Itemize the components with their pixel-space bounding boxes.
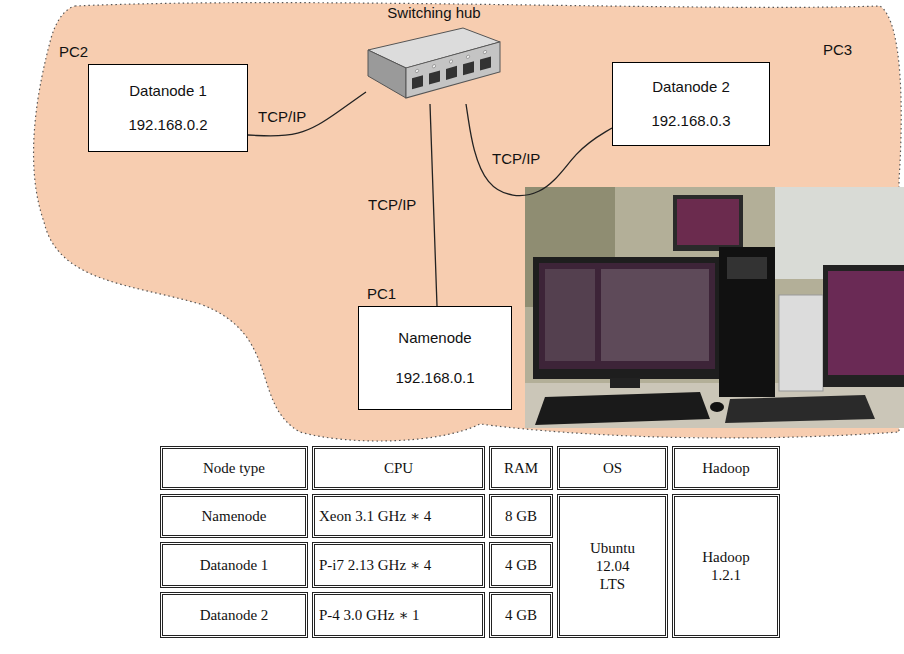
hub-port [446,66,457,80]
table-text: P-i7 2.13 GHz ∗ 4 [319,556,431,574]
table-cell: Xeon 3.1 GHz ∗ 4 [312,494,485,538]
table-cell: Hadoop [672,446,780,490]
network-cable [430,104,437,306]
table-text: Xeon 3.1 GHz ∗ 4 [319,507,431,525]
table-text: OS [603,459,622,477]
table-text: Ubuntu 12.04 LTS [585,539,641,593]
table-text: Node type [203,459,265,477]
table-text: CPU [384,459,413,477]
photo-wall [525,187,904,428]
photo-monitor [823,265,904,387]
table-text: 4 GB [505,606,537,624]
photo-screen [828,271,904,375]
table-cell: Namenode [160,494,308,538]
table-cell: OS [557,446,668,490]
photo-screen [677,199,739,245]
photo-mouse [710,402,724,412]
table-cell: 4 GB [489,542,553,588]
link-label: TCP/IP [366,196,418,214]
table-text: P-4 3.0 GHz ∗ 1 [319,606,420,624]
node-label: Datanode 2 [652,78,730,96]
link-label: TCP/IP [256,108,308,126]
hub-node: Switching hub [366,4,502,104]
table-cell: Datanode 2 [160,592,308,638]
table-text: 4 GB [505,556,537,574]
photo-keyboard [725,395,875,423]
hub-port [463,61,474,75]
photo-terminal [545,269,595,361]
hub-label: Switching hub [387,4,480,22]
hub-front-face [406,42,500,98]
hub-port [412,75,423,89]
photo-small-pc [779,295,823,391]
table-cell: P-4 3.0 GHz ∗ 1 [312,592,485,638]
node-label: 192.168.0.3 [651,112,730,130]
table-cell: 4 GB [489,592,553,638]
table-text: Hadoop [702,459,750,477]
hub-led [432,64,435,68]
pc-label: PC2 [59,43,88,60]
photo-monitor [673,195,743,251]
hub-port [480,56,491,70]
table-cell: CPU [312,446,485,490]
hub-led [415,69,418,73]
table-cell: Ubuntu 12.04 LTS [557,494,668,638]
network-cable [466,104,612,196]
link-label: TCP/IP [490,150,542,168]
photo-desk [525,383,904,428]
hub-led [483,50,486,54]
lab-photo [525,187,904,428]
node-label: Namenode [398,329,471,347]
photo-monitor [533,257,721,379]
hub-led [466,55,469,59]
photo-tower [719,247,775,397]
table-text: Hadoop 1.2.1 [696,548,756,584]
node-label: 192.168.0.2 [128,116,207,134]
photo-screen [539,263,715,369]
table-text: 8 GB [505,507,537,525]
pc-label: PC1 [367,285,396,302]
photo-tower-bay [727,257,767,279]
table-cell: RAM [489,446,553,490]
table-text: RAM [504,459,538,477]
namenode-box: PC1Namenode192.168.0.1 [358,306,512,410]
table-text: Datanode 1 [200,556,269,574]
hub-side-face [368,50,406,98]
photo-terminal [601,269,709,361]
pc-label: PC3 [823,41,852,58]
table-cell: Node type [160,446,308,490]
hub-led [449,59,452,63]
datanode-box: PC3Datanode 2192.168.0.3 [612,62,770,146]
datanode-box: PC2Datanode 1192.168.0.2 [88,64,248,152]
table-cell: P-i7 2.13 GHz ∗ 4 [312,542,485,588]
table-text: Namenode [202,507,267,525]
table-cell: Datanode 1 [160,542,308,588]
photo-keyboard [535,392,710,425]
node-label: 192.168.0.1 [395,369,474,387]
photo-monitor-stand [610,378,640,388]
switching-hub-icon [368,28,500,98]
hub-front [406,42,500,98]
node-label: Datanode 1 [129,82,207,100]
hub-port [429,71,440,85]
table-cell: Hadoop 1.2.1 [672,494,780,638]
table-text: Datanode 2 [200,606,269,624]
network-cable [248,92,366,136]
table-cell: 8 GB [489,494,553,538]
